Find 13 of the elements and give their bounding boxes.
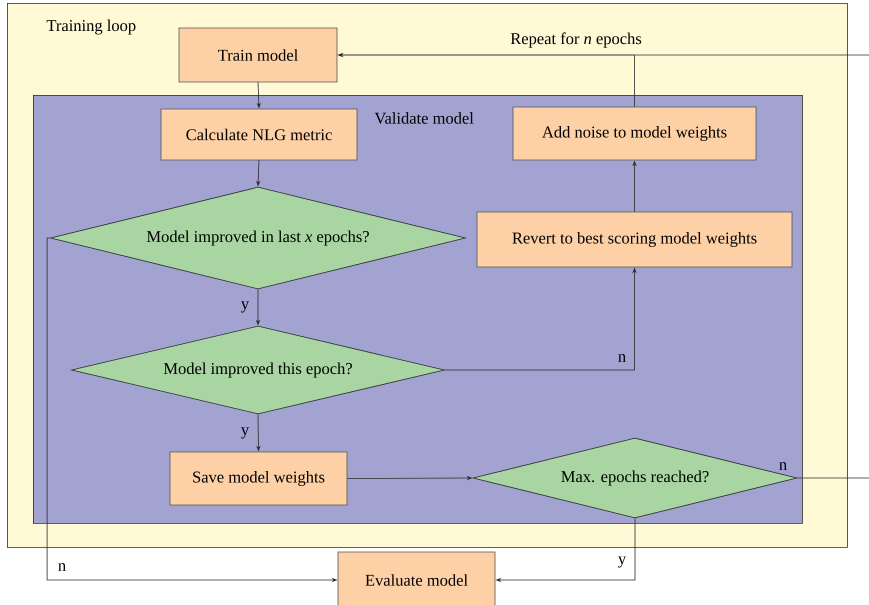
- process-box: Train model: [178, 28, 338, 82]
- edge-label: y: [241, 427, 250, 439]
- process-box: Save model weights: [170, 452, 348, 506]
- edge-label: n: [58, 563, 66, 571]
- process-box: Add noise to model weights: [512, 106, 756, 160]
- edge-label: Repeat for n epochs: [510, 32, 642, 48]
- edge-label: y: [618, 556, 626, 568]
- edge-label: n: [779, 462, 787, 470]
- process-box: Calculate NLG metric: [160, 108, 358, 160]
- edge-label: y: [241, 301, 250, 313]
- edge-label: n: [618, 354, 626, 362]
- process-box: Revert to best scoring model weights: [476, 212, 792, 268]
- process-box: Evaluate model: [338, 552, 496, 605]
